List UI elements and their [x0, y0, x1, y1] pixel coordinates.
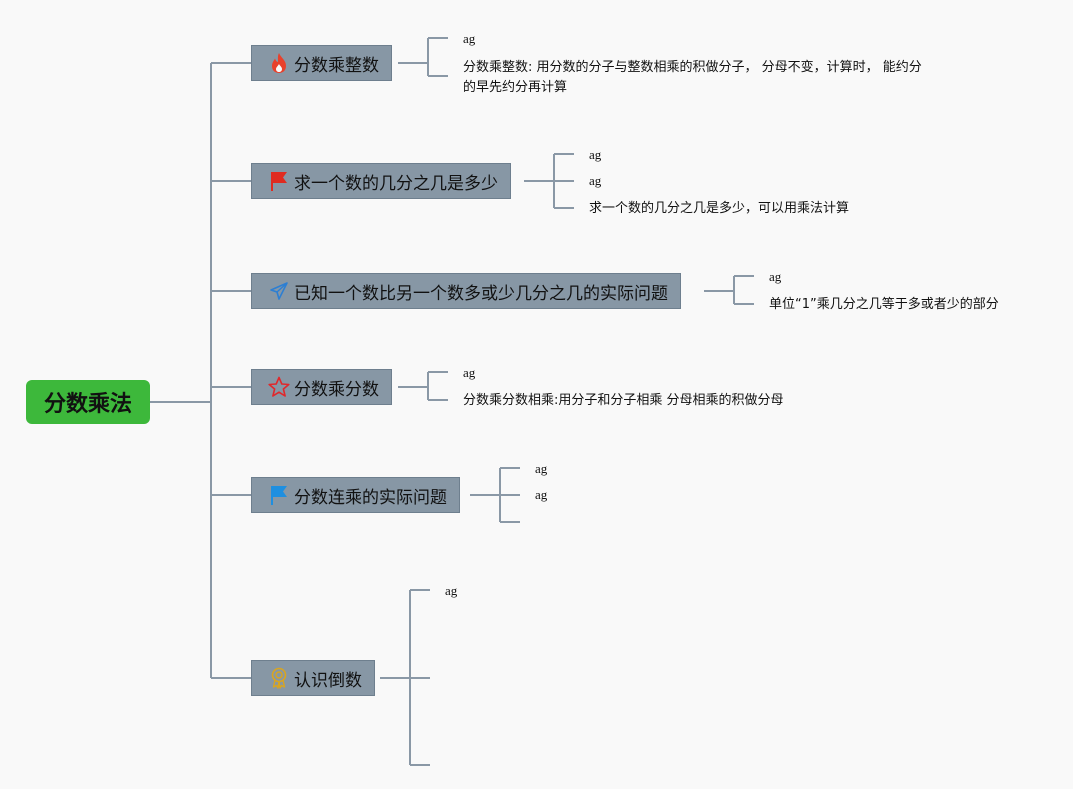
branch-label: 已知一个数比另一个数多或少几分之几的实际问题	[294, 283, 668, 304]
leaf-text: ag	[589, 173, 602, 188]
medal-icon	[268, 667, 290, 689]
branch-node-multiply-integer[interactable]: 分数乘整数	[251, 45, 392, 81]
branch-label: 分数乘分数	[294, 379, 379, 400]
leaf-text: ag	[535, 487, 548, 502]
leaf-text: 单位“1”乘几分之几等于多或者少的部分	[769, 297, 999, 312]
paper-plane-icon	[268, 280, 290, 302]
root-node[interactable]: 分数乘法	[26, 380, 150, 424]
red-flag-icon	[268, 170, 290, 192]
star-icon	[268, 376, 290, 398]
branch-node-multiply-fraction[interactable]: 分数乘分数	[251, 369, 392, 405]
branch-node-fraction-of-number[interactable]: 求一个数的几分之几是多少	[251, 163, 511, 199]
leaf-text: ag	[535, 461, 548, 476]
branch-node-reciprocal[interactable]: 认识倒数	[251, 660, 375, 696]
branch-label: 认识倒数	[294, 670, 362, 691]
branch-label: 求一个数的几分之几是多少	[294, 173, 498, 194]
leaf-text: ag	[769, 269, 782, 284]
leaf-text: 分数乘整数: 用分数的分子与整数相乘的积做分子， 分母不变，计算时， 能约分	[463, 60, 922, 75]
leaf-text: ag	[463, 365, 476, 380]
leaf-text: 求一个数的几分之几是多少，可以用乘法计算	[589, 201, 850, 216]
root-label: 分数乘法	[43, 392, 132, 417]
branch-label: 分数乘整数	[294, 55, 379, 76]
leaf-text: ag	[463, 31, 476, 46]
blue-flag-icon	[268, 484, 290, 506]
fire-icon	[268, 52, 290, 74]
branch-node-continuous-multiply[interactable]: 分数连乘的实际问题	[251, 477, 460, 513]
leaf-text: 分数乘分数相乘:用分子和分子相乘 分母相乘的积做分母	[463, 393, 784, 408]
leaf-text: ag	[589, 147, 602, 162]
branch-label: 分数连乘的实际问题	[294, 487, 447, 508]
leaf-text: ag	[445, 583, 458, 598]
branch-node-more-or-less-problem[interactable]: 已知一个数比另一个数多或少几分之几的实际问题	[251, 273, 681, 309]
leaf-text: 的早先约分再计算	[463, 80, 568, 95]
